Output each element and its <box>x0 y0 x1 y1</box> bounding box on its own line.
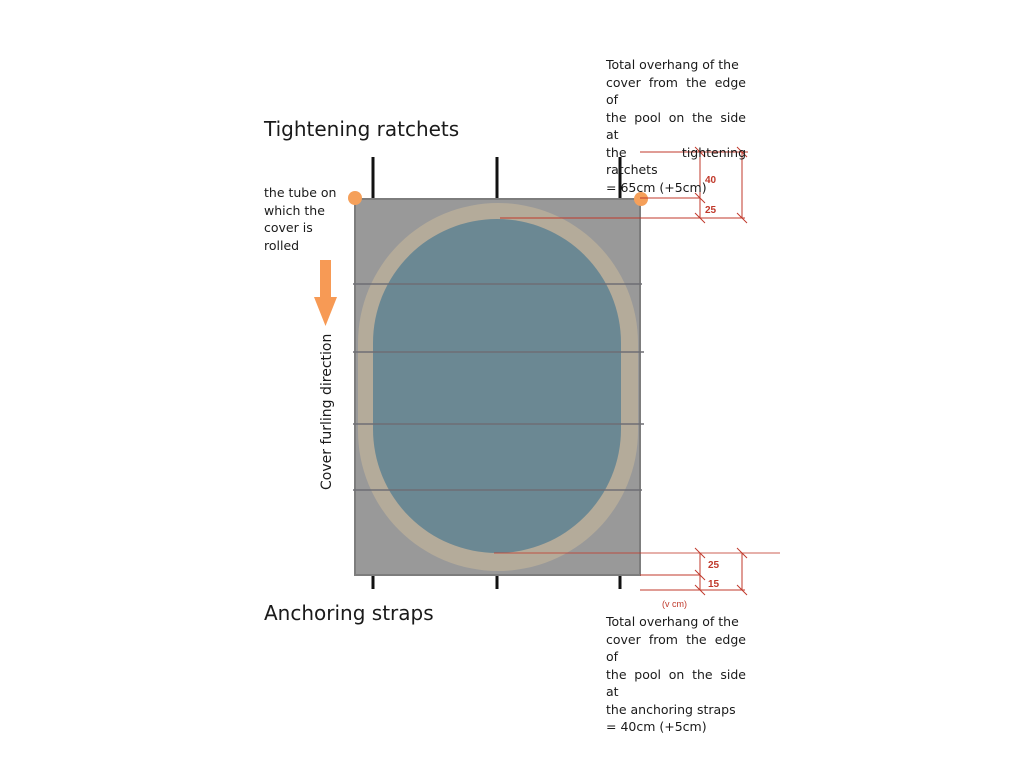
note-line: the tightening ratchets <box>606 144 746 178</box>
furling-arrow <box>314 260 337 326</box>
dim-bottom-caption: (v cm) <box>662 599 687 609</box>
tube-label-line: which the <box>264 202 325 218</box>
tube-label: the tube on which the cover is rolled <box>264 184 336 254</box>
note-line: = 65cm (+5cm) <box>606 179 707 195</box>
tube-label-line: the tube on <box>264 185 337 200</box>
dim-bottom-outer: 15 <box>708 579 720 590</box>
tube-marker-right <box>634 192 648 206</box>
dim-top-inner: 25 <box>705 205 717 216</box>
top-dimension <box>500 146 748 224</box>
anchoring-straps-label: Anchoring straps <box>264 601 434 625</box>
note-line: Total overhang of the <box>606 57 739 72</box>
note-line: = 40cm (+5cm) <box>606 719 707 734</box>
note-line: cover from the edge of <box>606 631 746 665</box>
tube-marker-left <box>348 191 362 205</box>
note-line: cover from the edge of <box>606 74 746 108</box>
pool-water <box>373 219 621 553</box>
bottom-dimension <box>494 547 780 596</box>
tightening-ratchets-label: Tightening ratchets <box>264 117 460 141</box>
bottom-overhang-note: Total overhang of the cover from the edg… <box>606 613 746 736</box>
tube-label-line: rolled <box>264 237 300 253</box>
dim-bottom-inner: 25 <box>708 560 720 571</box>
tube-label-line: cover is <box>264 220 313 235</box>
top-overhang-note: Total overhang of the cover from the edg… <box>606 56 746 196</box>
note-line: the anchoring straps <box>606 701 736 717</box>
note-line: the pool on the side at <box>606 109 746 143</box>
dim-top-outer: 40 <box>705 175 717 186</box>
note-line: Total overhang of the <box>606 614 739 629</box>
furling-direction-label: Cover furling direction <box>319 333 335 490</box>
note-line: the pool on the side at <box>606 666 746 700</box>
